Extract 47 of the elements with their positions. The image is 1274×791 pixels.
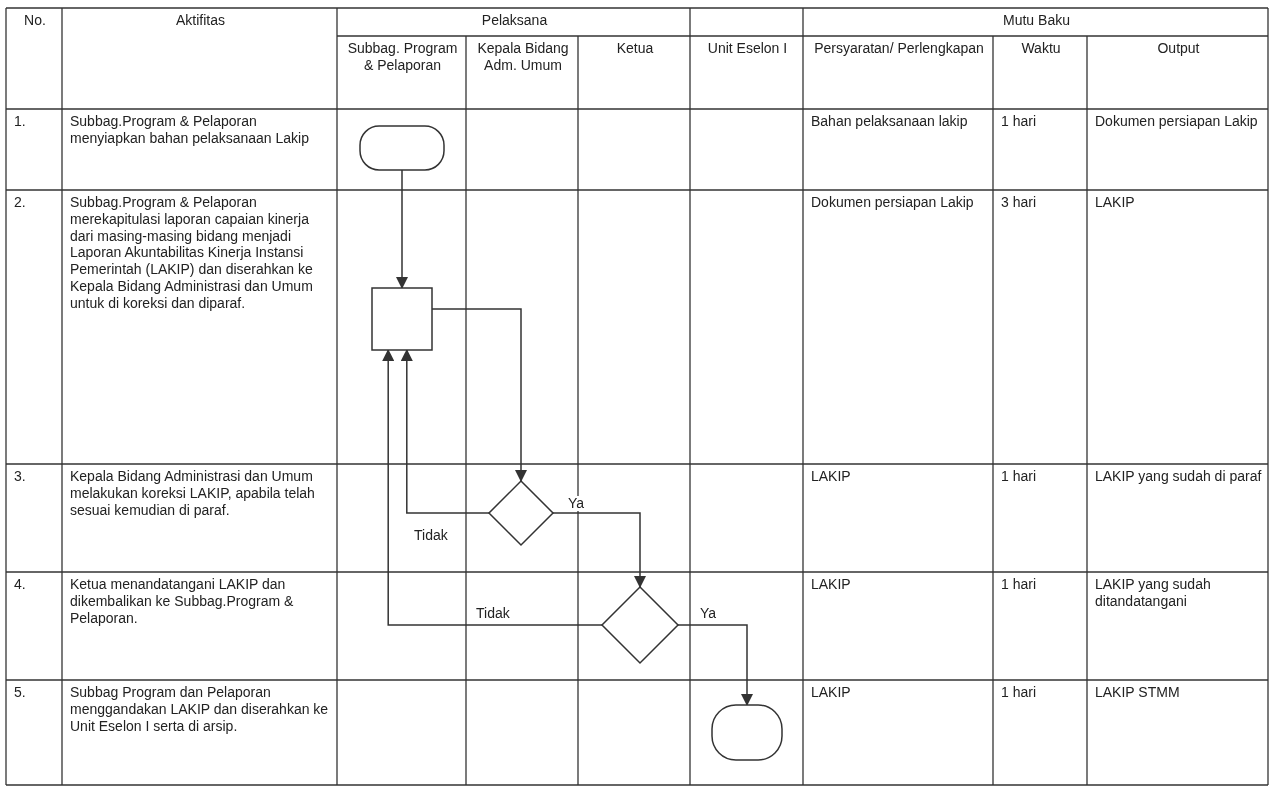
arrow [677, 624, 753, 706]
arrow [552, 512, 646, 588]
time-cell: 3 hari [1001, 194, 1037, 210]
header-cell: Aktifitas [176, 12, 225, 29]
arrow [382, 349, 603, 626]
process-box [372, 288, 432, 350]
row-number: 3. [14, 468, 26, 484]
output-cell: LAKIP yang sudah di paraf [1095, 468, 1262, 484]
arrow [400, 349, 490, 514]
time-cell: 1 hari [1001, 113, 1037, 129]
header-cell: Persyaratan/ Perlengkapan [814, 40, 984, 57]
time-cell: 1 hari [1001, 576, 1037, 592]
header-cell: Mutu Baku [1003, 12, 1070, 29]
terminator-shape [360, 126, 444, 170]
header-cell: Output [1157, 40, 1200, 57]
row-number: 4. [14, 576, 26, 592]
activity-cell: Ketua menandatangani LAKIP dan dikembalikan ke Subbag.Program & Pelaporan. [70, 576, 294, 626]
row-number: 5. [14, 684, 26, 700]
row-number: 2. [14, 194, 26, 210]
decision-diamond [489, 481, 553, 545]
output-cell: LAKIP STMM [1095, 684, 1180, 700]
requirement-cell: LAKIP [811, 468, 851, 484]
requirement-cell: Dokumen persiapan Lakip [811, 194, 974, 210]
time-cell: 1 hari [1001, 468, 1037, 484]
header-cell-text: Subbag. Program & Pelaporan [346, 40, 459, 74]
header-cell: Pelaksana [481, 12, 548, 29]
output-cell: LAKIP yang sudah ditandatangani [1095, 576, 1211, 609]
requirement-cell: LAKIP [811, 576, 851, 592]
header-cell: Waktu [1021, 40, 1061, 57]
row-number: 1. [14, 113, 26, 129]
header-cell-text: Kepala Bidang Adm. Umum [476, 40, 570, 74]
requirement-cell: Bahan pelaksanaan lakip [811, 113, 968, 129]
activity-cell: Kepala Bidang Administrasi dan Umum melakukan koreksi LAKIP, apabila telah sesuai kemudian di paraf. [70, 468, 315, 518]
output-cell: LAKIP [1095, 194, 1135, 210]
arrow [396, 169, 408, 289]
edge-label: Ya [566, 496, 587, 512]
time-cell: 1 hari [1001, 684, 1037, 700]
output-cell: Dokumen persiapan Lakip [1095, 113, 1258, 129]
header-cell: No. [24, 12, 46, 29]
header-cell: Ketua [616, 40, 654, 57]
activity-cell: Subbag.Program & Pelaporan menyiapkan bahan pelaksanaan Lakip [70, 113, 309, 146]
activity-cell: Subbag.Program & Pelaporan merekapitulasi laporan capaian kinerja dari masing-masing bidang menjadi Laporan Akuntabilitas Kinerja Instansi Pemerintah (LAKIP) dan diserahkan ke Kepala Bidang Administrasi dan Umum untuk di koreksi dan diparaf. [70, 194, 313, 311]
terminator-shape [712, 705, 782, 760]
activity-cell: Subbag Program dan Pelaporan menggandakan LAKIP dan diserahkan ke Unit Eselon I serta di arsip. [70, 684, 329, 734]
requirement-cell: LAKIP [811, 684, 851, 700]
decision-diamond [602, 587, 678, 663]
header-cell: Unit Eselon I [707, 40, 788, 57]
